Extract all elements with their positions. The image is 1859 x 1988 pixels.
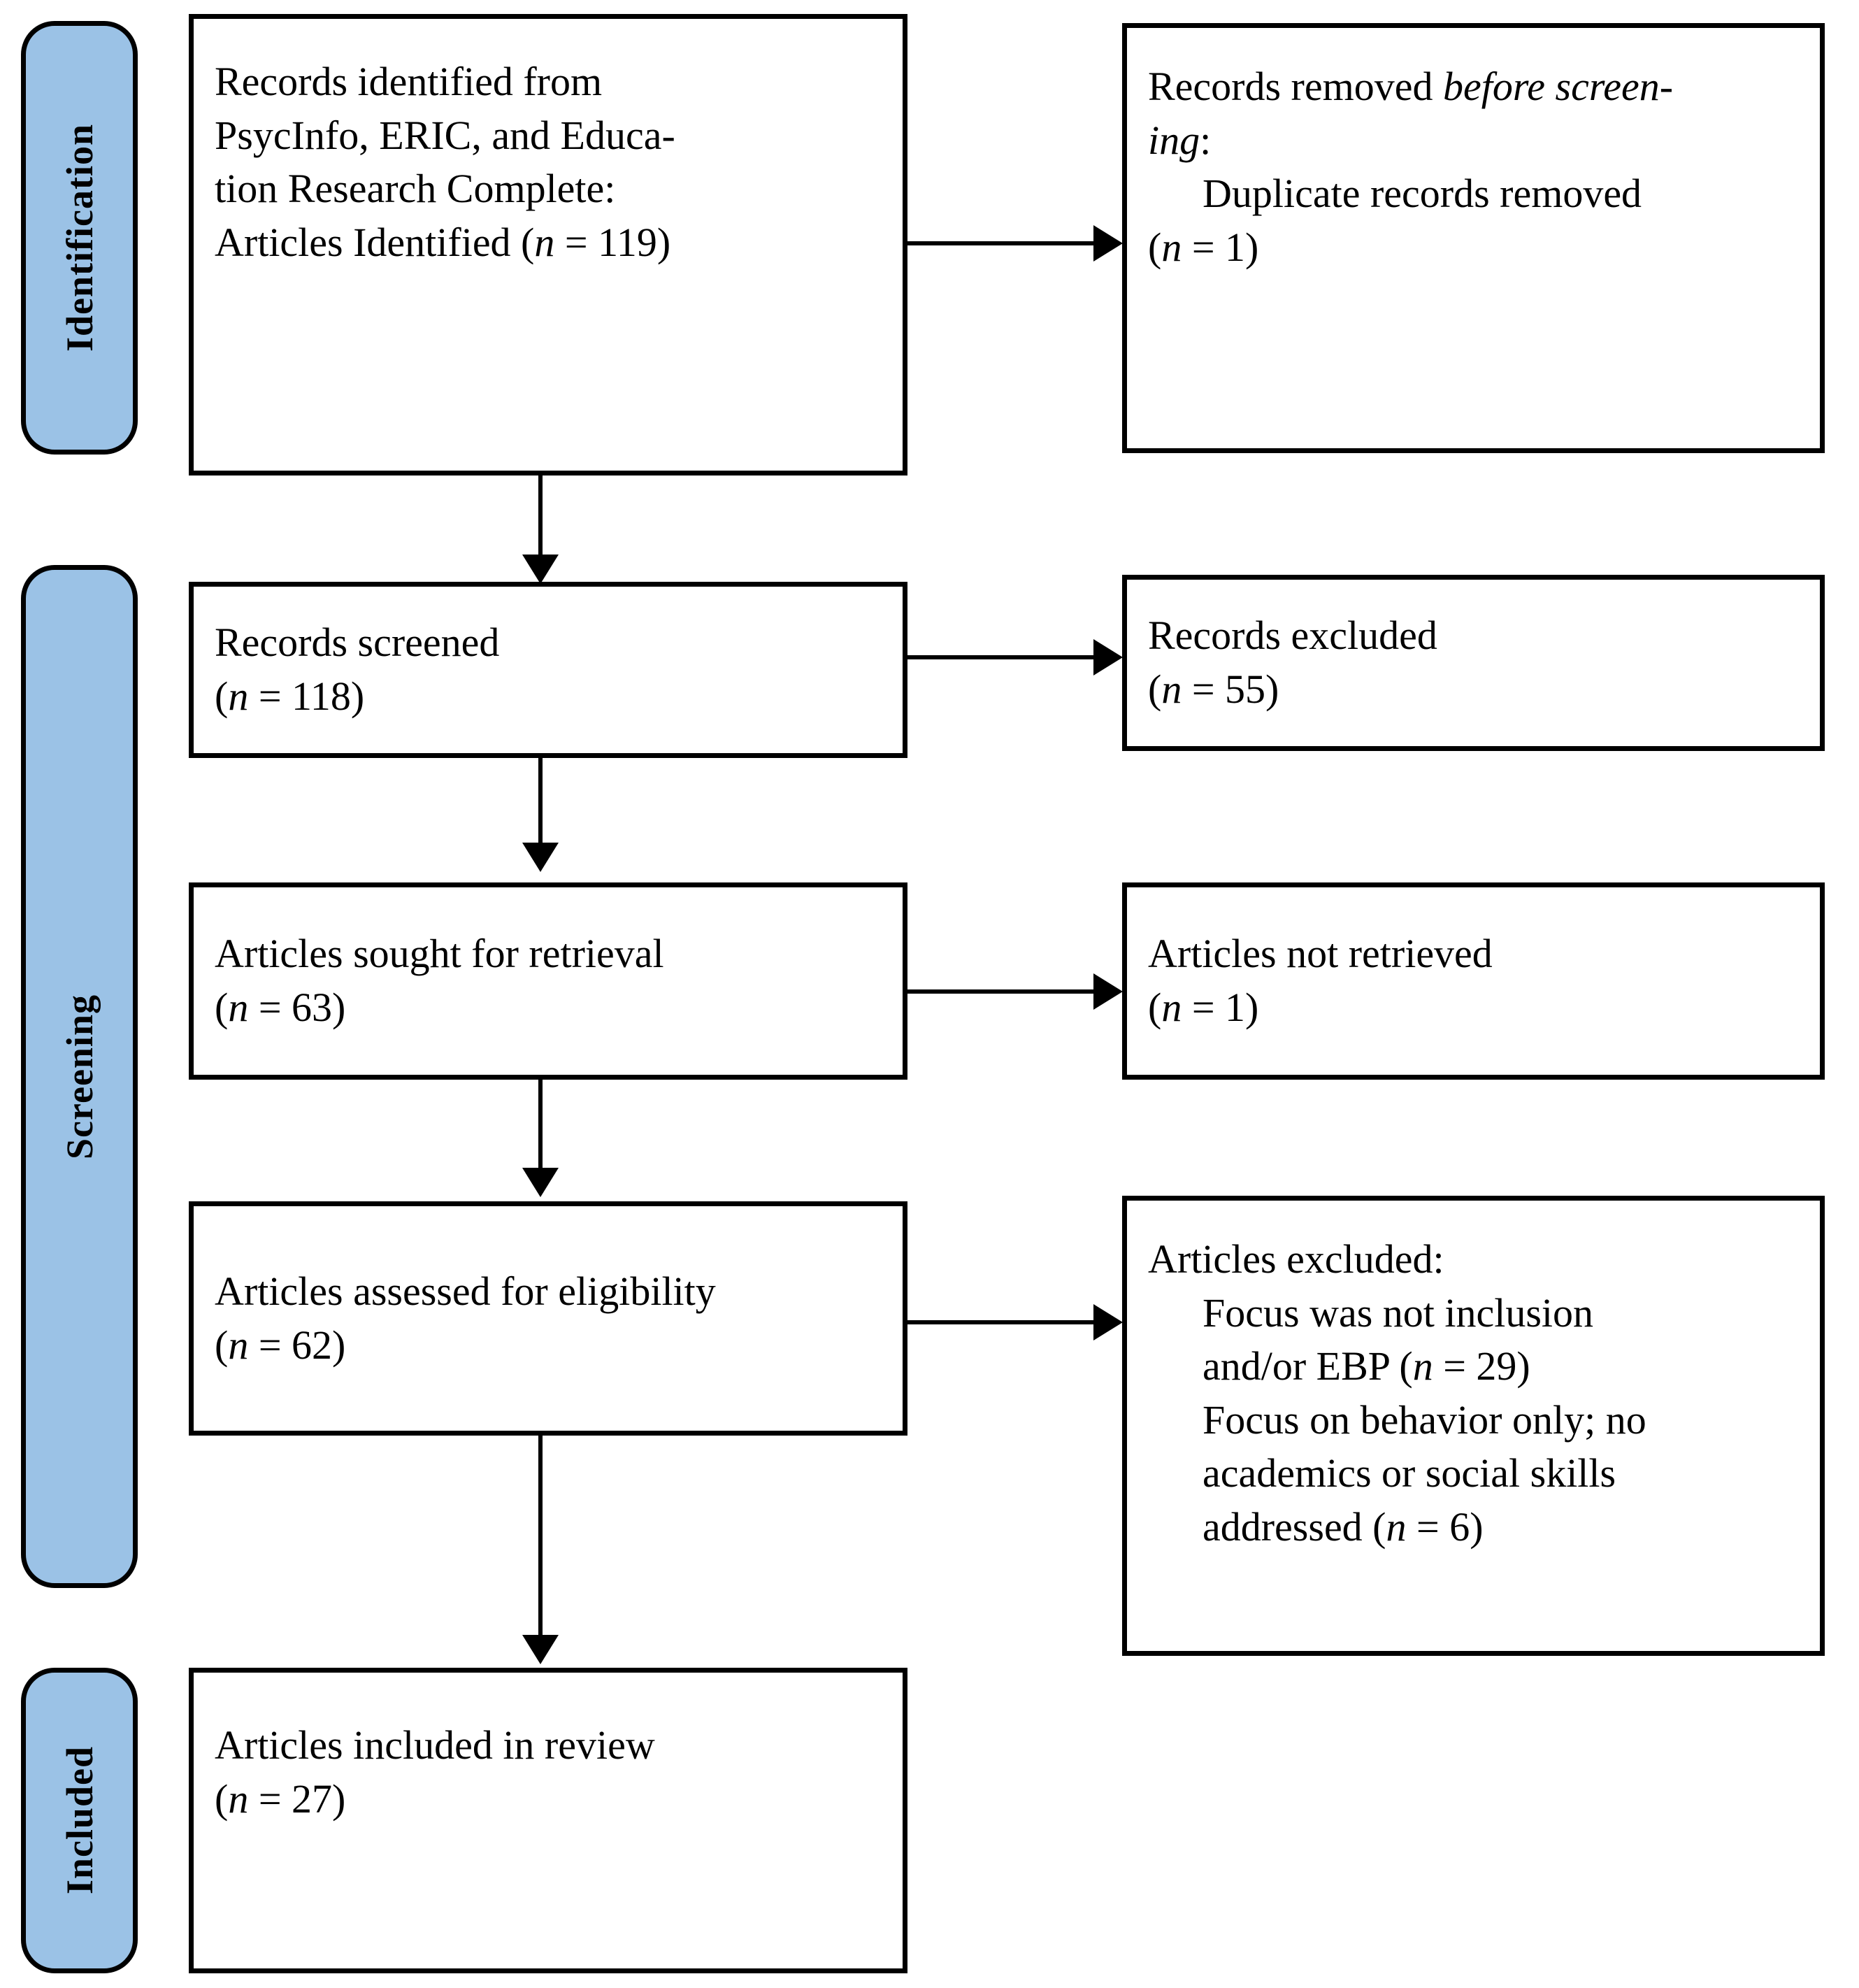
records-identified-line-3: tion Research Complete: [215, 166, 616, 212]
arrowhead-screened-to-excluded [1093, 639, 1123, 675]
box-articles-assessed: Articles assessed for eligibility (n = 6… [189, 1201, 907, 1436]
records-removed-reason: Duplicate records removed [1203, 171, 1642, 217]
box-records-removed: Records removed before screen- ing: Dupl… [1122, 23, 1825, 453]
articles-excluded-reason-2-line-2: academics or social skills [1203, 1450, 1616, 1496]
records-excluded-count: (n = 55) [1148, 663, 1799, 717]
articles-excluded-reason-1-line-2: and/or EBP (n = 29) [1148, 1340, 1799, 1394]
arrowhead-identified-to-screened [522, 555, 559, 584]
arrowhead-screened-to-sought [522, 843, 559, 872]
articles-not-retrieved-paren-open: ( [1148, 985, 1162, 1030]
articles-not-retrieved-count: (n = 1) [1148, 981, 1799, 1035]
records-removed-italic-2: ing [1148, 117, 1200, 163]
phase-tab-included-label: Included [58, 1746, 101, 1895]
articles-included-n-symbol: n [228, 1775, 249, 1822]
box-articles-sought: Articles sought for retrieval (n = 63) [189, 882, 907, 1080]
records-identified-count: Articles Identified (n = 119) [215, 216, 882, 270]
phase-tab-screening-label: Screening [58, 994, 101, 1159]
arrowhead-assessed-to-excluded [1093, 1304, 1123, 1340]
articles-excluded-reason-2-n-symbol: n [1386, 1503, 1407, 1550]
records-removed-italic-1: before screen- [1442, 64, 1674, 109]
records-removed-n-symbol: n [1161, 224, 1182, 270]
records-excluded-paren-open: ( [1148, 666, 1162, 712]
articles-assessed-count: (n = 62) [215, 1319, 882, 1373]
articles-not-retrieved-n-symbol: n [1161, 985, 1182, 1030]
articles-excluded-reason-1-text: and/or EBP ( [1203, 1343, 1413, 1389]
articles-sought-n-symbol: n [228, 985, 249, 1030]
records-excluded-label: Records excluded [1148, 613, 1437, 659]
articles-assessed-n-symbol: n [228, 1322, 249, 1368]
articles-assessed-n-value: = 62) [248, 1322, 346, 1368]
connector-screened-to-excluded [903, 655, 1098, 659]
articles-included-label: Articles included in review [215, 1722, 655, 1768]
articles-excluded-reason-1-n-value: = 29) [1433, 1343, 1530, 1389]
articles-sought-n-value: = 63) [248, 985, 346, 1030]
records-identified-n-symbol: n [534, 219, 555, 265]
arrowhead-identified-to-removed [1093, 225, 1123, 262]
records-removed-colon: : [1200, 117, 1212, 163]
connector-assessed-to-included [538, 1436, 543, 1643]
articles-not-retrieved-label: Articles not retrieved [1148, 931, 1493, 977]
phase-tab-screening: Screening [21, 565, 138, 1588]
box-articles-included: Articles included in review (n = 27) [189, 1668, 907, 1973]
phase-tab-included: Included [21, 1668, 138, 1973]
records-identified-n-value: = 119) [554, 219, 671, 265]
connector-identified-to-screened [538, 475, 543, 561]
records-screened-n-value: = 118) [248, 673, 365, 719]
records-removed-line-1: Records removed before screen- [1148, 60, 1799, 114]
connector-identified-to-removed [903, 241, 1098, 245]
box-records-excluded: Records excluded (n = 55) [1122, 575, 1825, 751]
articles-sought-label: Articles sought for retrieval [215, 931, 664, 977]
records-screened-label: Records screened [215, 620, 500, 666]
box-records-identified: Records identified from PsycInfo, ERIC, … [189, 14, 907, 475]
articles-not-retrieved-n-value: = 1) [1182, 985, 1259, 1030]
records-excluded-n-value: = 55) [1182, 666, 1279, 712]
box-articles-excluded: Articles excluded: Focus was not inclusi… [1122, 1196, 1825, 1656]
articles-assessed-paren-open: ( [215, 1322, 229, 1368]
records-excluded-n-symbol: n [1161, 666, 1182, 712]
arrowhead-assessed-to-included [522, 1635, 559, 1664]
articles-excluded-reason-1-n-symbol: n [1412, 1343, 1433, 1389]
articles-excluded-reason-2-text: addressed ( [1203, 1503, 1386, 1550]
box-records-screened: Records screened (n = 118) [189, 582, 907, 758]
records-removed-n-value: = 1) [1182, 224, 1259, 270]
records-identified-count-text: Articles Identified ( [215, 219, 535, 265]
articles-included-paren-open: ( [215, 1775, 229, 1822]
articles-sought-count: (n = 63) [215, 981, 882, 1035]
articles-excluded-heading: Articles excluded: [1148, 1236, 1444, 1282]
articles-assessed-label: Articles assessed for eligibility [215, 1268, 716, 1314]
articles-included-count: (n = 27) [215, 1773, 882, 1826]
connector-sought-to-assessed [538, 1080, 543, 1176]
articles-excluded-reason-1-line-1: Focus was not inclusion [1203, 1289, 1594, 1336]
records-screened-n-symbol: n [228, 673, 249, 719]
records-removed-prefix: Records removed [1148, 64, 1443, 109]
records-identified-line-2: PsycInfo, ERIC, and Educa- [215, 112, 675, 158]
records-screened-paren-open: ( [215, 673, 229, 719]
articles-excluded-reason-2-line-3: addressed (n = 6) [1148, 1501, 1799, 1554]
arrowhead-sought-to-assessed [522, 1168, 559, 1197]
records-screened-count: (n = 118) [215, 670, 882, 724]
articles-excluded-reason-2-line-1: Focus on behavior only; no [1203, 1396, 1646, 1443]
arrowhead-sought-to-not-retrieved [1093, 973, 1123, 1010]
phase-tab-identification: Identification [21, 21, 138, 455]
records-removed-count: (n = 1) [1148, 221, 1799, 275]
connector-assessed-to-excluded [903, 1320, 1098, 1324]
connector-sought-to-not-retrieved [903, 989, 1098, 994]
records-identified-line-1: Records identified from [215, 59, 603, 104]
records-removed-line-2: ing: [1148, 114, 1799, 168]
box-articles-not-retrieved: Articles not retrieved (n = 1) [1122, 882, 1825, 1080]
articles-sought-paren-open: ( [215, 985, 229, 1030]
records-removed-paren-open: ( [1148, 224, 1162, 270]
connector-screened-to-sought [538, 758, 543, 850]
articles-excluded-reason-2-n-value: = 6) [1406, 1503, 1484, 1550]
phase-tab-identification-label: Identification [58, 123, 101, 352]
articles-included-n-value: = 27) [248, 1775, 346, 1822]
